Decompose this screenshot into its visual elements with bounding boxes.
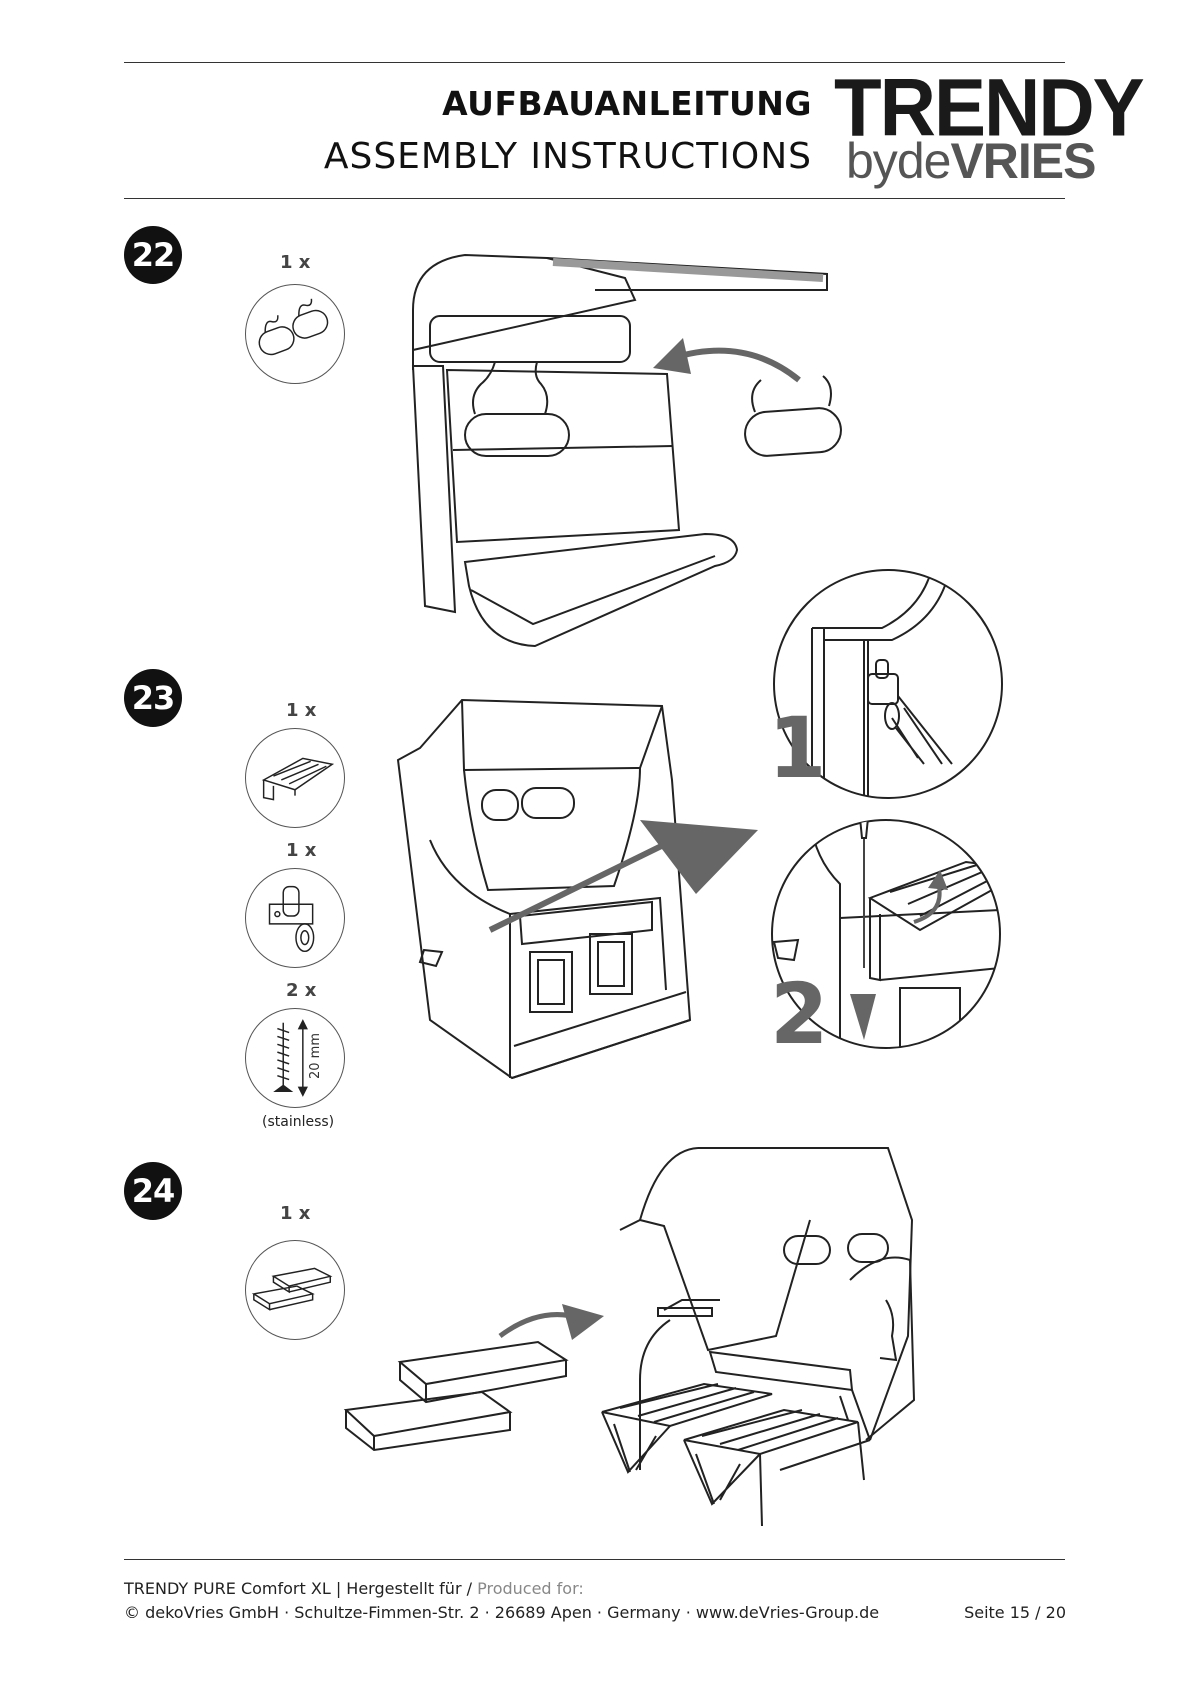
screw-icon: 20 mm [245,1008,345,1108]
step-number-23: 23 [124,669,182,727]
page-number: Seite 15 / 20 [964,1603,1066,1622]
hinge-bracket-icon [245,868,345,968]
footrest-cushions-icon [245,1240,345,1340]
part-qty: 1 x [280,1203,310,1224]
callout-number-2: 2 [770,972,828,1056]
step-number-24: 24 [124,1162,182,1220]
title-german: AUFBAUANLEITUNG [442,84,812,123]
screw-dimension: 20 mm [308,1033,323,1079]
logo-by-devries: bydeVRIES [846,136,1096,186]
footer-made-for-de: Hergestellt für / [346,1579,472,1598]
step-number-22: 22 [124,226,182,284]
side-table-icon [245,728,345,828]
part-qty: 2 x [286,980,316,1001]
footer-line-1: TRENDY PURE Comfort XL | Hergestellt für… [124,1579,584,1598]
logo-by: by [846,133,897,189]
footer-product: TRENDY PURE Comfort XL [124,1579,331,1598]
header-bottom-rule [124,198,1065,199]
step-23-chair-illustration [390,690,770,1090]
footer-separator: | [331,1579,347,1598]
logo-vries: VRIES [950,133,1095,189]
footer-made-for-en: Produced for: [477,1579,584,1598]
footer-address: © dekoVries GmbH · Schultze-Fimmen-Str. … [124,1603,879,1622]
step-24-footrest-cushion-illustration [340,1140,980,1540]
part-qty: 1 x [286,840,316,861]
part-qty: 1 x [280,252,310,273]
title-english: ASSEMBLY INSTRUCTIONS [324,136,812,177]
callout-number-1: 1 [768,706,826,790]
logo-de: de [897,133,951,189]
headrest-cushions-icon [245,284,345,384]
screw-material-note: (stainless) [262,1114,334,1130]
footer-rule [124,1559,1065,1560]
trendy-by-devries-logo: TRENDY bydeVRIES [834,66,1070,186]
part-qty: 1 x [286,700,316,721]
